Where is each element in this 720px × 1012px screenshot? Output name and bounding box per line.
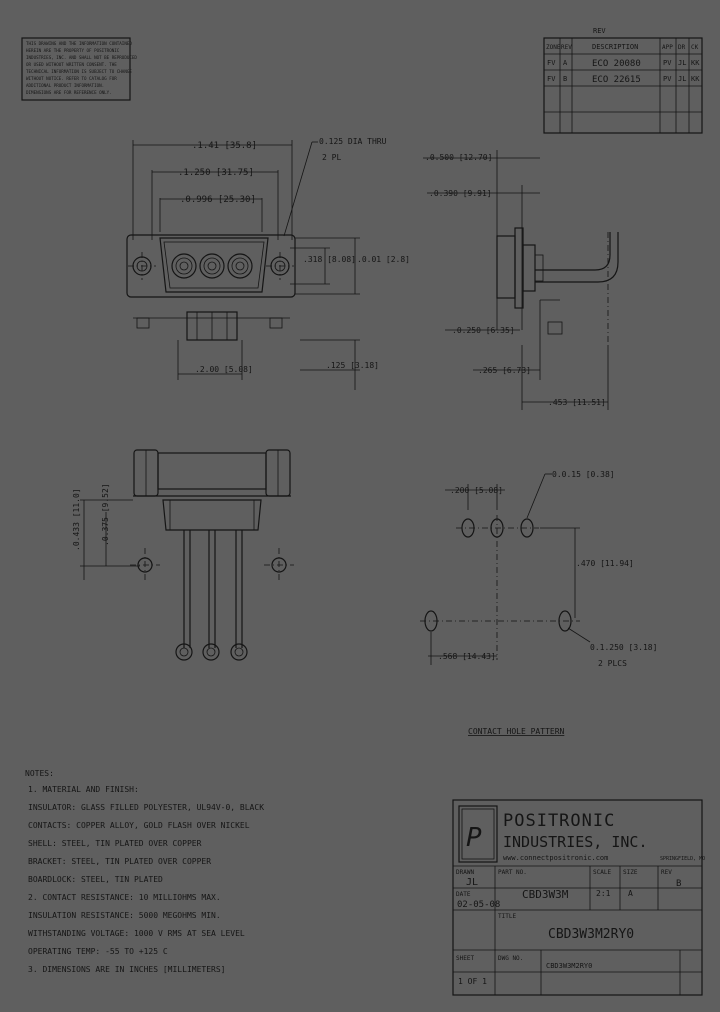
dim-side-lower: .0.250 [6.35]	[452, 326, 515, 335]
revision-cell: KK	[691, 75, 700, 83]
notes-line: 3. DIMENSIONS ARE IN INCHES [MILLIMETERS…	[28, 965, 225, 974]
revision-cell: FV	[547, 59, 556, 67]
dim-mounting-hole-count: 2 PL	[322, 153, 341, 162]
dim-pattern-hole: 0.0.15 [0.38]	[552, 470, 615, 479]
revision-cell: B	[563, 75, 567, 83]
note-box-line: INDUSTRIES, INC. AND SHALL NOT BE REPROD…	[26, 55, 137, 60]
dim-pattern-vertical: .470 [11.94]	[576, 559, 634, 568]
size-label: SIZE	[623, 869, 638, 876]
drawn-value: JL	[466, 877, 478, 888]
dim-pattern-mount: 0.1.250 [3.18]	[590, 643, 657, 652]
dim-side-flange: .0.390 [9.91]	[429, 189, 492, 198]
notes-line: BOARDLOCK: STEEL, TIN PLATED	[28, 875, 163, 884]
dim-height-left: .318 [8.08]	[303, 255, 356, 264]
size-value: A	[628, 889, 633, 898]
note-box-line: ADDITIONAL PRODUCT INFORMATION.	[26, 83, 104, 88]
dim-pattern-mount-2: 2 PLCS	[598, 659, 627, 668]
dim-shell-width: .0.996 [25.30]	[180, 195, 256, 205]
notes-line: INSULATION RESISTANCE: 5000 MEGOHMS MIN.	[28, 911, 221, 920]
title-block: P POSITRONIC INDUSTRIES, INC. www.connec…	[452, 799, 705, 996]
note-box-line: TECHNICAL INFORMATION IS SUBJECT TO CHAN…	[26, 69, 132, 74]
revision-cell: ECO 20080	[592, 59, 641, 69]
revision-cell: JL	[678, 75, 686, 83]
dwg-value: CBD3W3M2RY0	[546, 962, 592, 970]
revision-header: REV	[561, 44, 572, 51]
company-logo: P	[466, 823, 482, 853]
title-label: TITLE	[498, 913, 516, 920]
revision-cell: PV	[663, 75, 672, 83]
revision-cell: PV	[663, 59, 672, 67]
scale-label: SCALE	[593, 869, 611, 876]
rev-value: B	[676, 879, 681, 889]
dim-side-top: .0.500 [12.70]	[425, 153, 492, 162]
note-box-line: OR USED WITHOUT WRITTEN CONSENT. THE	[26, 62, 117, 67]
dim-pattern-pitch: .200 [5.08]	[450, 486, 503, 495]
front-view: .1.41 [35.8] .1.250 [31.75] .0.996 [25.3…	[126, 137, 410, 390]
note-box-line: HEREIN ARE THE PROPERTY OF POSITRONIC	[26, 48, 120, 53]
revision-cell: ECO 22615	[592, 75, 641, 85]
notes-line: BRACKET: STEEL, TIN PLATED OVER COPPER	[28, 857, 211, 866]
revision-header: DESCRIPTION	[592, 43, 638, 51]
top-view: .0.433 [11.0] .0.375 [9.52]	[72, 449, 294, 661]
dim-mounting-hole: 0.125 DIA THRU	[319, 137, 387, 146]
dim-front-left-2: .0.375 [9.52]	[101, 483, 110, 546]
sheet-label: SHEET	[456, 955, 474, 962]
revision-cell: A	[563, 59, 568, 67]
drawn-label: DRAWN	[456, 869, 474, 876]
revision-block: REV ZONE REV DESCRIPTION APP DR CK FV A …	[543, 27, 703, 134]
notes-line: OPERATING TEMP: -55 TO +125 C	[28, 947, 168, 956]
dim-overall-width: .1.41 [35.8]	[192, 141, 257, 151]
side-view: .0.500 [12.70] .0.390 [9.91] .0.250 [6.3…	[423, 150, 619, 410]
dim-pin-spacing: .2.00 [5.08]	[195, 365, 253, 374]
notes-line: 2. CONTACT RESISTANCE: 10 MILLIOHMS MAX.	[28, 893, 221, 902]
note-box: THIS DRAWING AND THE INFORMATION CONTAIN…	[21, 37, 137, 101]
note-box-line: DIMENSIONS ARE FOR REFERENCE ONLY.	[26, 90, 112, 95]
revision-header: DR	[678, 44, 686, 51]
note-box-line: WITHOUT NOTICE. REFER TO CATALOG FOR	[26, 76, 117, 81]
notes-line: SHELL: STEEL, TIN PLATED OVER COPPER	[28, 839, 202, 848]
revision-cell: JL	[678, 59, 686, 67]
notes-line: CONTACTS: COPPER ALLOY, GOLD FLASH OVER …	[28, 821, 250, 830]
notes-line: 1. MATERIAL AND FINISH:	[28, 785, 139, 794]
company-line2: INDUSTRIES, INC.	[503, 833, 648, 851]
part-value: CBD3W3M	[522, 888, 569, 901]
dwg-label: DWG NO.	[498, 955, 523, 962]
company-website: www.connectpositronic.com	[503, 854, 608, 862]
notes-block: NOTES: 1. MATERIAL AND FINISH: INSULATOR…	[25, 769, 264, 974]
pattern-label: CONTACT HOLE PATTERN	[468, 727, 565, 736]
dim-height-right: .0.01 [2.8]	[357, 255, 410, 264]
revision-header: CK	[691, 44, 699, 51]
dim-pin-length: .125 [3.18]	[326, 361, 379, 370]
revision-cell: KK	[691, 59, 700, 67]
dim-hole-centers: .1.250 [31.75]	[178, 168, 254, 178]
part-label: PART NO.	[498, 869, 527, 876]
company-line1: POSITRONIC	[503, 811, 615, 831]
contact-hole-pattern: .200 [5.08] 0.0.15 [0.38] .470 [11.94] .…	[420, 470, 657, 736]
revision-header: ZONE	[546, 44, 561, 51]
dim-side-bottom: .453 [11.51]	[548, 398, 606, 407]
dim-pattern-width: .568 [14.43]	[438, 652, 496, 661]
date-label: DATE	[456, 891, 471, 898]
revision-header: APP	[662, 44, 673, 51]
notes-line: INSULATOR: GLASS FILLED POLYESTER, UL94V…	[28, 803, 264, 812]
company-location: SPRINGFIELD, MO	[660, 856, 705, 862]
revision-cell: FV	[547, 75, 556, 83]
sheet-value: 1 OF 1	[458, 977, 487, 986]
date-value: 02-05-08	[457, 900, 500, 910]
scale-value: 2:1	[596, 889, 611, 898]
notes-title: NOTES:	[25, 769, 54, 778]
notes-line: WITHSTANDING VOLTAGE: 1000 V RMS AT SEA …	[28, 929, 245, 938]
dim-front-left-1: .0.433 [11.0]	[72, 488, 81, 551]
rev-label: REV	[661, 869, 672, 876]
revision-title: REV	[593, 27, 606, 35]
title-value: CBD3W3M2RY0	[548, 927, 634, 942]
dim-side-offset: .265 [6.73]	[478, 366, 531, 375]
note-box-line: THIS DRAWING AND THE INFORMATION CONTAIN…	[26, 41, 132, 46]
